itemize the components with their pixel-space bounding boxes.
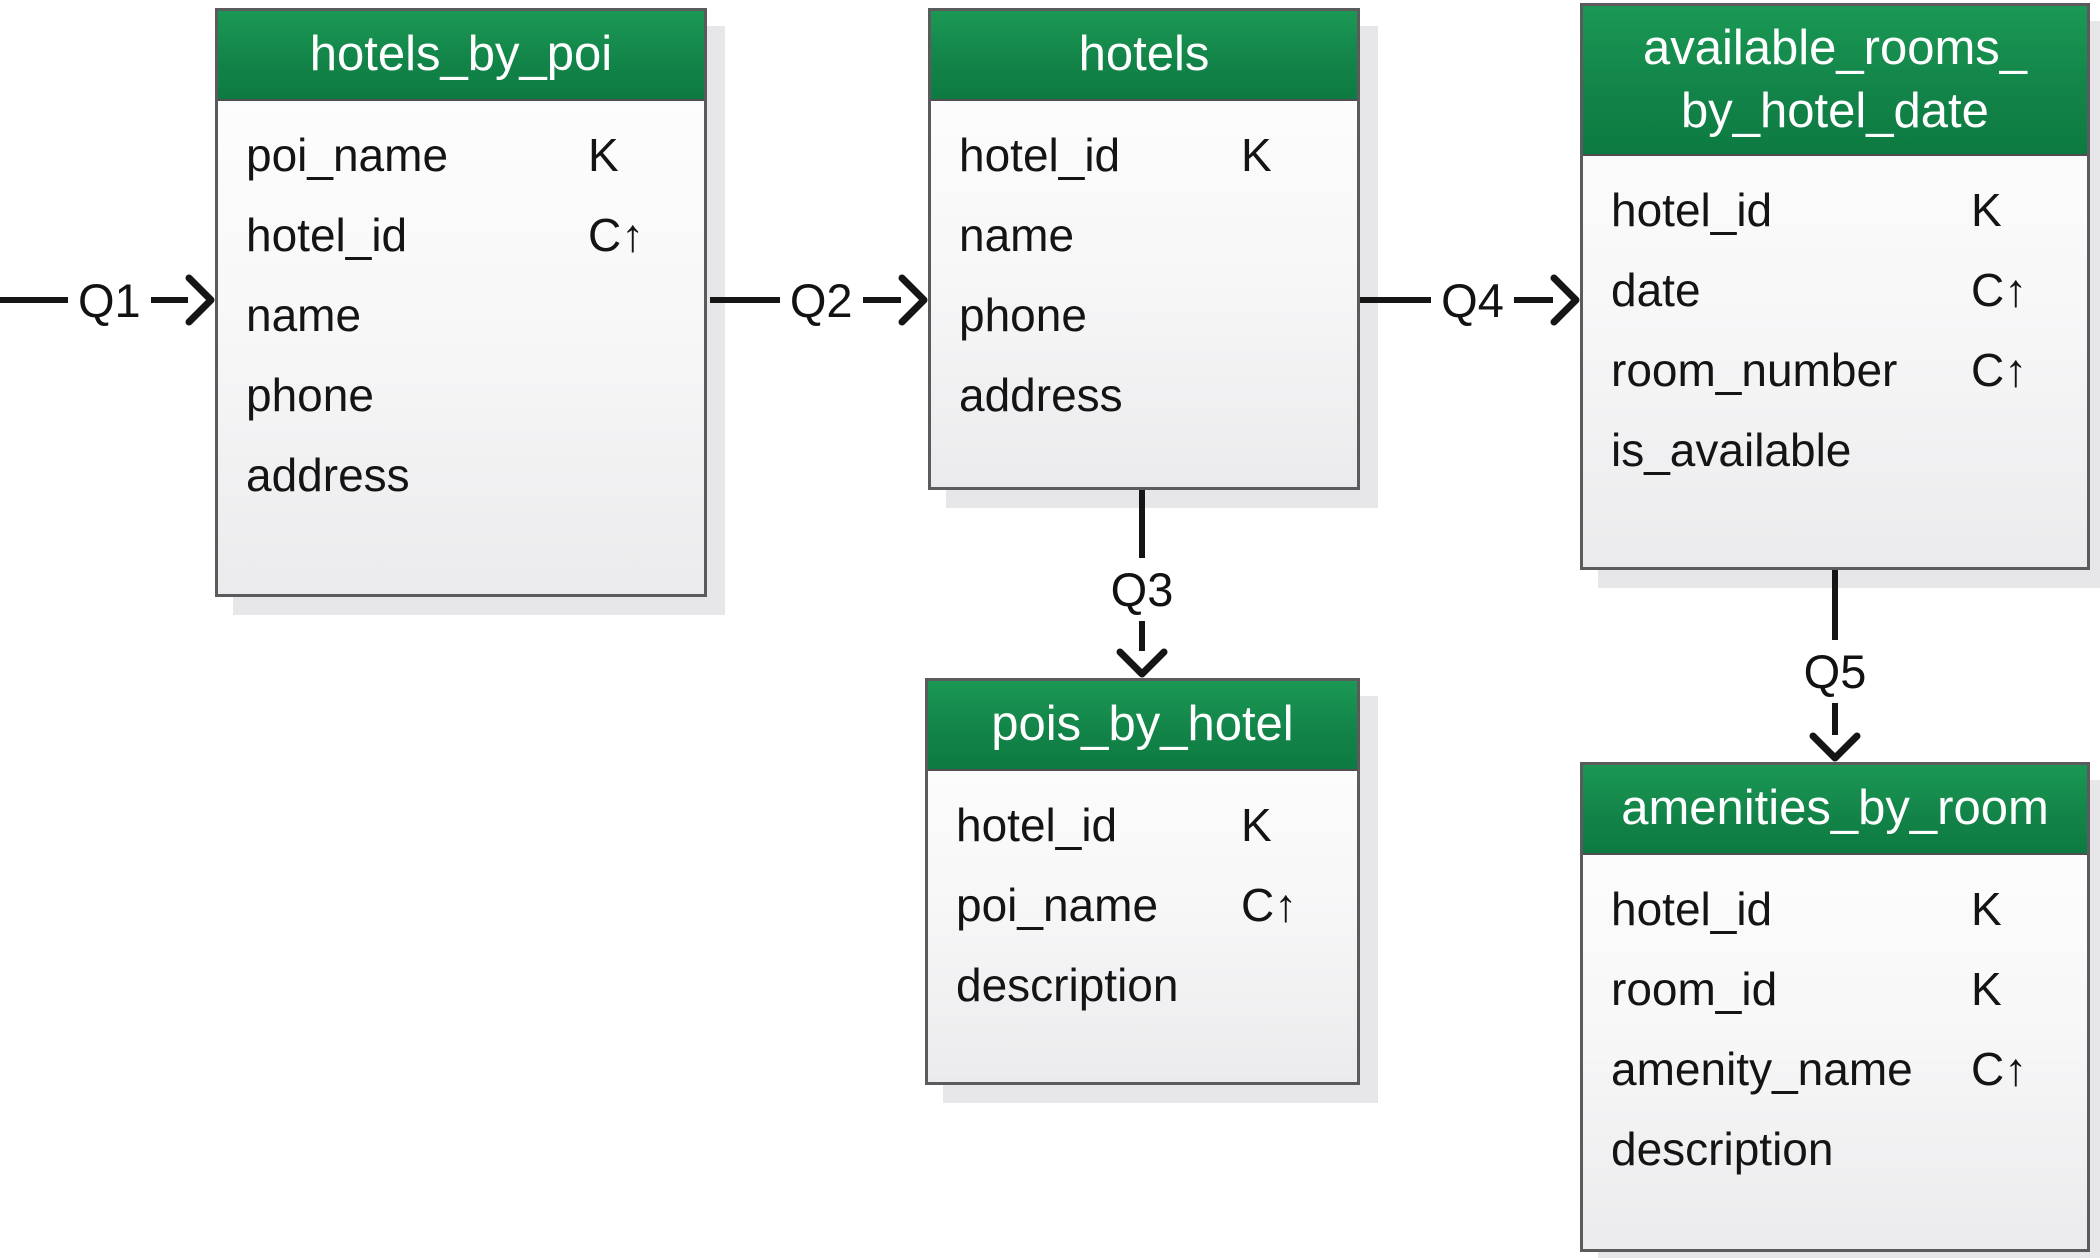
field-name: description xyxy=(1611,1123,1834,1175)
table-header: hotels xyxy=(931,11,1357,101)
query-label-q5: Q5 xyxy=(1803,645,1867,699)
query-label-q2: Q2 xyxy=(789,273,853,327)
query-label-q3: Q3 xyxy=(1110,562,1174,616)
query-arrow-q5: Q5 xyxy=(1775,570,1895,762)
field-name: hotel_id xyxy=(246,209,408,261)
table-title-line2: by_hotel_date xyxy=(1681,84,1989,138)
field-name: description xyxy=(956,959,1179,1011)
table-amenities-by-room: amenities_by_room hotel_id K room_id K a… xyxy=(1580,762,2090,1252)
table-body: hotel_id K name phone address xyxy=(931,101,1357,487)
table-header: pois_by_hotel xyxy=(928,681,1357,771)
table-body: hotel_id K poi_name C↑ description xyxy=(928,771,1357,1082)
query-label-q1: Q1 xyxy=(77,273,141,327)
table-header: amenities_by_room xyxy=(1583,765,2087,855)
arrow-line xyxy=(1139,620,1145,651)
table-title-line1: available_rooms_ xyxy=(1642,21,2028,76)
table-title: pois_by_hotel xyxy=(991,697,1294,752)
field-name: date xyxy=(1611,264,1701,316)
field-name: hotel_id xyxy=(1611,184,1773,236)
query-label-q4: Q4 xyxy=(1441,273,1504,327)
table-row: address xyxy=(931,355,1357,435)
field-key: C↑ xyxy=(1971,344,2028,396)
field-name: name xyxy=(959,209,1075,261)
field-name: poi_name xyxy=(246,129,449,181)
table-row: hotel_id K xyxy=(928,785,1357,865)
table-row: hotel_id K xyxy=(1583,869,2087,949)
field-name: is_available xyxy=(1611,424,1852,476)
table-row: poi_name K xyxy=(218,115,704,195)
table-row: hotel_id K xyxy=(1583,170,2087,250)
table-row: poi_name C↑ xyxy=(928,865,1357,945)
arrowhead-right-icon xyxy=(185,274,215,326)
field-key: K xyxy=(1971,883,2002,935)
table-row: date C↑ xyxy=(1583,250,2087,330)
table-hotels: hotels hotel_id K name phone address xyxy=(928,8,1360,490)
arrowhead-right-icon xyxy=(1550,274,1580,326)
table-row: hotel_id C↑ xyxy=(218,195,704,275)
field-key: K xyxy=(1971,963,2002,1015)
table-title: hotels xyxy=(1078,27,1210,82)
field-key: C↑ xyxy=(1971,264,2028,316)
arrow-line xyxy=(862,297,901,303)
table-title: amenities_by_room xyxy=(1621,781,2049,836)
table-available-rooms-by-hotel-date: available_rooms_ by_hotel_date hotel_id … xyxy=(1580,3,2090,570)
field-name: hotel_id xyxy=(956,799,1118,851)
table-row: name xyxy=(931,195,1357,275)
table-row: room_id K xyxy=(1583,949,2087,1029)
table-header: available_rooms_ by_hotel_date xyxy=(1583,6,2087,156)
field-name: name xyxy=(246,289,362,341)
field-name: address xyxy=(959,369,1123,421)
table-row: address xyxy=(218,435,704,515)
arrow-line xyxy=(1832,570,1838,641)
arrow-line xyxy=(1139,490,1145,558)
field-name: phone xyxy=(246,369,374,421)
table-body: hotel_id K date C↑ room_number C↑ is_ava… xyxy=(1583,156,2087,567)
table-row: phone xyxy=(218,355,704,435)
table-row: amenity_name C↑ xyxy=(1583,1029,2087,1109)
field-name: address xyxy=(246,449,410,501)
field-name: amenity_name xyxy=(1611,1043,1913,1095)
field-key: C↑ xyxy=(1241,879,1298,931)
arrowhead-right-icon xyxy=(898,274,928,326)
arrow-line xyxy=(1513,297,1553,303)
table-row: is_available xyxy=(1583,410,2087,490)
arrow-line xyxy=(1832,703,1838,735)
field-key: K xyxy=(1241,129,1272,181)
field-key: K xyxy=(588,129,619,181)
table-row: phone xyxy=(931,275,1357,355)
table-body: hotel_id K room_id K amenity_name C↑ des… xyxy=(1583,855,2087,1249)
field-name: room_number xyxy=(1611,344,1898,396)
arrow-line xyxy=(1360,297,1432,303)
field-name: phone xyxy=(959,289,1087,341)
field-key: K xyxy=(1971,184,2002,236)
field-name: room_id xyxy=(1611,963,1778,1015)
arrow-line xyxy=(0,297,68,303)
arrowhead-down-icon xyxy=(1809,732,1861,762)
table-pois-by-hotel: pois_by_hotel hotel_id K poi_name C↑ des… xyxy=(925,678,1360,1085)
field-key: K xyxy=(1241,799,1272,851)
field-name: hotel_id xyxy=(959,129,1121,181)
field-name: hotel_id xyxy=(1611,883,1773,935)
query-arrow-q3: Q3 xyxy=(1082,490,1202,678)
table-row: name xyxy=(218,275,704,355)
table-header: hotels_by_poi xyxy=(218,11,704,101)
field-key: C↑ xyxy=(588,209,645,261)
table-title: hotels_by_poi xyxy=(309,27,613,82)
query-arrow-q1: Q1 xyxy=(0,270,215,330)
table-row: room_number C↑ xyxy=(1583,330,2087,410)
field-name: poi_name xyxy=(956,879,1159,931)
table-row: description xyxy=(928,945,1357,1025)
table-body: poi_name K hotel_id C↑ name phone addres… xyxy=(218,101,704,594)
arrow-line xyxy=(150,297,188,303)
query-arrow-q4: Q4 xyxy=(1360,270,1580,330)
field-key: C↑ xyxy=(1971,1043,2028,1095)
table-row: hotel_id K xyxy=(931,115,1357,195)
table-row: description xyxy=(1583,1109,2087,1189)
arrowhead-down-icon xyxy=(1116,648,1168,678)
query-arrow-q2: Q2 xyxy=(710,270,928,330)
arrow-line xyxy=(710,297,780,303)
table-hotels-by-poi: hotels_by_poi poi_name K hotel_id C↑ nam… xyxy=(215,8,707,597)
